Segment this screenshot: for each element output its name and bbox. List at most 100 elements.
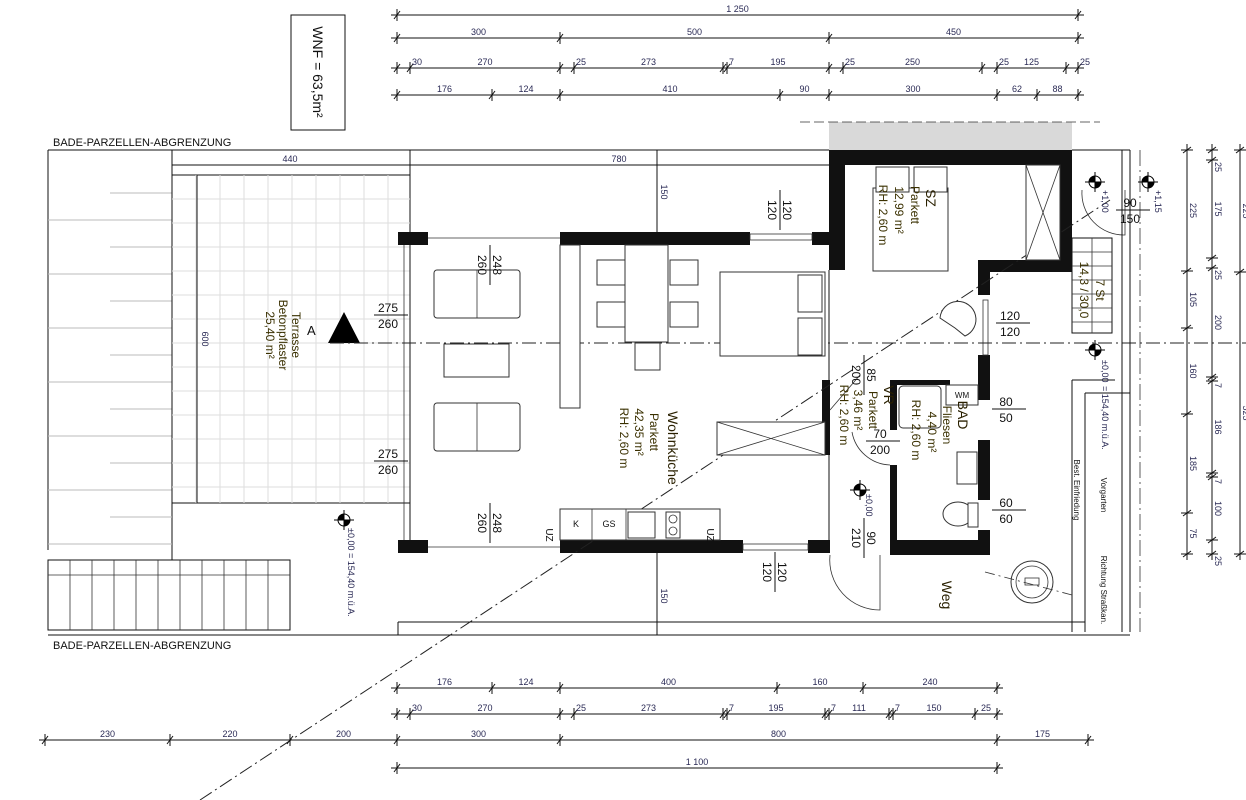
dimension-value: 225 [1188,203,1198,218]
opening-height: 60 [999,512,1013,526]
dimension-value: 300 [905,84,920,94]
dimension-value: 1 250 [726,4,749,14]
kitchen-gs: GS [602,519,615,529]
gap-top-dim: 150 [659,184,669,199]
richtung-label: Richtung Straßkan. [1099,556,1108,624]
dimension-value: 124 [518,677,533,687]
counter [559,244,581,409]
stair-ratio: 14,3 / 30,0 [1077,262,1091,319]
level-stair-top: +1,00 [1100,190,1110,213]
dimension-value: 7 [831,703,836,713]
opening-height: 50 [999,411,1013,425]
dimension-value: 400 [661,677,676,687]
svg-text:Parkett: Parkett [908,186,922,225]
washing-machine [945,384,979,406]
dimension-value: 200 [336,729,351,739]
opening-height: 120 [1000,325,1020,339]
wnf-box [290,14,346,131]
svg-text:RH: 2,60 m: RH: 2,60 m [837,385,851,446]
dimension-value: 273 [641,703,656,713]
opening-width: 120 [775,562,789,582]
opening-height: 260 [475,513,489,533]
dimension-value: 150 [926,703,941,713]
kitchen-k: K [573,519,579,529]
dimension-value: 7 [729,57,734,67]
dimension-value: 1 100 [686,757,709,767]
dimension-value: 125 [1024,57,1039,67]
window-bottom [742,543,809,551]
svg-text:VR: VR [881,385,897,404]
dimension-value: 225 [1241,203,1246,218]
furniture: WM [433,164,1061,604]
dining-table [624,244,669,343]
level-stair-top2: +1,15 [1153,190,1163,213]
boundary-bottom-label: BADE-PARZELLEN-ABGRENZUNG [53,640,231,652]
opening-height: 200 [870,443,890,457]
walls [398,150,1072,555]
svg-text:3,46 m²: 3,46 m² [851,390,865,431]
dimension-chain: 1 100 [391,757,1003,774]
stair-door[interactable] [1081,189,1126,236]
dimension-value: 220 [222,729,237,739]
opening-width: 85 [864,368,878,382]
level-left: ±0,00 = 154,40 m.ü.A. [346,528,356,617]
terrace-grid [171,174,411,504]
level-marker-icon [1085,172,1105,192]
level-marker-icon [1138,172,1158,192]
dimension-value: 25 [1213,162,1223,172]
roof-overhang [829,122,1072,150]
room-sz: SZ Parkett 12,99 m² RH: 2,60 m [876,185,939,246]
left-strip-lines [48,192,172,545]
dimension-value: 200 [1213,315,1223,330]
level-marker-icon [850,480,870,500]
opening-height: 120 [765,200,779,220]
room-area: 42,35 m² [632,408,646,455]
dimension-value: 88 [1052,84,1062,94]
room-vr: VR Parkett 3,46 m² RH: 2,60 m [837,385,897,446]
dimension-value: 300 [471,27,486,37]
dimension-value: 525 [1241,405,1246,420]
terrace-name: Terrasse [289,312,303,358]
dimension-value: 230 [100,729,115,739]
room-wohnkueche: Wohnküche Parkett 42,35 m² RH: 2,60 m K … [543,408,715,542]
level-right: ±0,00 [1100,360,1110,382]
level-marker-icon [1085,340,1105,360]
room-floor: Parkett [647,413,661,452]
svg-text:SZ: SZ [923,189,939,207]
weg-label: Weg [939,581,955,610]
dimension-value: 185 [1188,456,1198,471]
room-bad: BAD Fliesen 4,40 m² RH: 2,60 m [909,400,971,461]
dimension-value: 195 [770,57,785,67]
dimension-value: 30 [412,703,422,713]
level-center: ±0,00 [864,494,874,516]
dimension-chain: 1 250 [391,4,1084,21]
opening-width: 70 [873,427,887,441]
dimension-value: 25 [999,57,1009,67]
section-marker-icon [328,312,360,343]
wm-label: WM [955,391,970,400]
svg-text:RH: 2,60 m: RH: 2,60 m [909,400,923,461]
dimension-value: 270 [477,703,492,713]
dimension-value: 25 [1213,270,1223,280]
dimension-value: 250 [905,57,920,67]
opening-width: 120 [780,200,794,220]
dimension-value: 75 [1188,528,1198,538]
stair [1071,237,1113,334]
svg-text:Parkett: Parkett [866,391,880,430]
dimension-value: 7 [729,703,734,713]
bath-door[interactable] [851,431,891,466]
room-height: RH: 2,60 m [617,408,631,469]
entry-door[interactable] [829,554,881,611]
vr-door[interactable] [829,374,861,411]
level-marker-icon [334,510,354,530]
